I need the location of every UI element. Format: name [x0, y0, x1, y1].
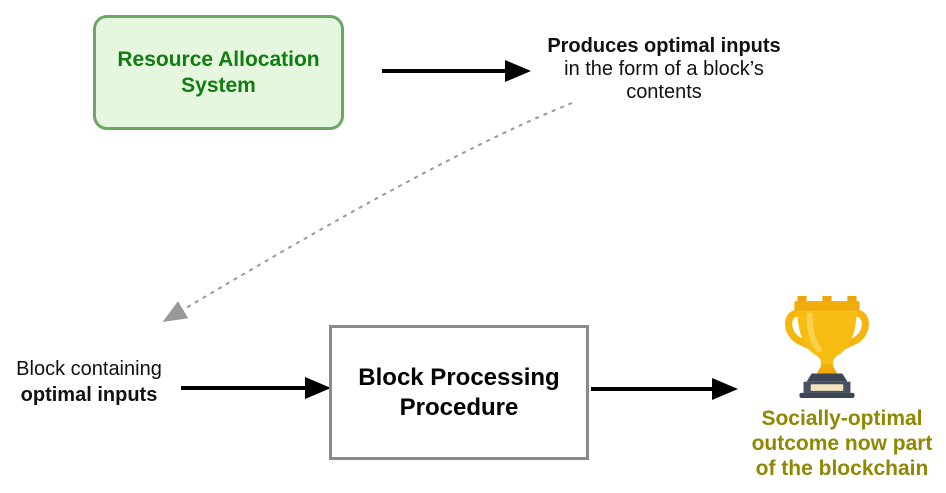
produces-note-line2: in the form of a block’s — [564, 58, 764, 80]
produces-note-line3: contents — [626, 81, 702, 103]
arrow-block-to-bpp — [181, 377, 331, 399]
block-note-bold-line: optimal inputs — [20, 384, 158, 406]
outcome-note-line2: outcome now part — [751, 432, 933, 455]
trophy-icon — [785, 296, 869, 398]
bpp-box-label-line2: Procedure — [399, 393, 519, 421]
dashed-curve-note-to-block — [162, 102, 573, 323]
arrow-bpp-to-outcome — [591, 378, 738, 400]
outcome-note: Socially-optimal outcome now part of the… — [742, 406, 942, 481]
arrow-ras-to-produces-note — [382, 60, 531, 82]
bpp-box-label-line1: Block Processing — [358, 363, 560, 391]
block-containing-note: Block containing optimal inputs — [0, 356, 178, 408]
block-processing-procedure-box: Block Processing Procedure — [329, 325, 589, 460]
outcome-note-line1: Socially-optimal — [761, 407, 923, 430]
resource-allocation-system-box: Resource Allocation System — [93, 15, 344, 130]
ras-box-label-line1: Resource Allocation — [117, 47, 320, 71]
block-note-regular-line: Block containing — [16, 358, 162, 380]
ras-box-label-line2: System — [181, 73, 256, 97]
produces-note: Produces optimal inputs in the form of a… — [534, 35, 794, 104]
outcome-note-line3: of the blockchain — [755, 457, 929, 480]
produces-note-bold-line: Produces optimal inputs — [547, 35, 781, 57]
